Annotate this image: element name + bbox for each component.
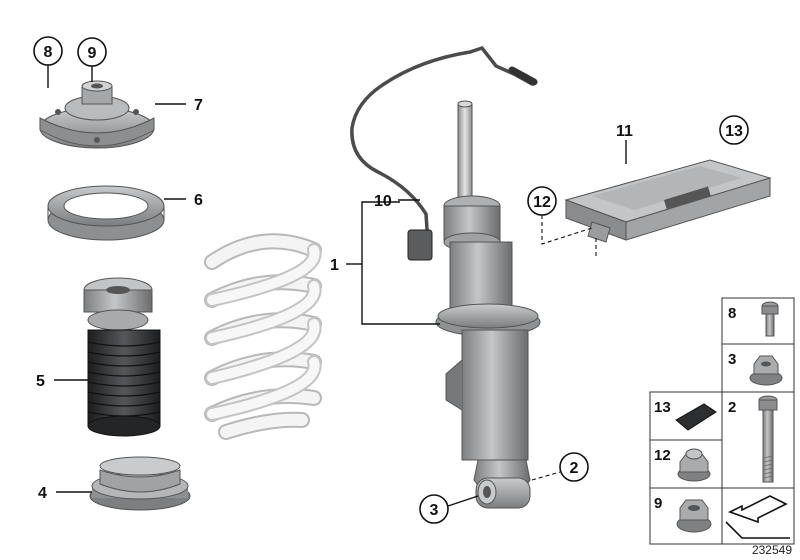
shock-absorber	[350, 45, 541, 509]
spring-lower-seat	[89, 456, 191, 511]
table-label-2: 2	[728, 399, 736, 416]
callout-2: 2	[559, 452, 589, 482]
bolt-8-icon	[761, 301, 779, 337]
diagram-id: 232549	[752, 543, 792, 557]
table-label-13: 13	[654, 399, 671, 416]
coil-spring	[204, 233, 322, 440]
control-unit	[564, 159, 772, 243]
table-label-12: 12	[654, 447, 671, 464]
hardware-table: 8 3 2 13 12 9	[649, 297, 795, 545]
table-label-3: 3	[728, 351, 736, 368]
bump-stop-boot	[83, 277, 161, 437]
svg-text:12: 12	[533, 194, 551, 211]
callout-3: 3	[419, 494, 449, 524]
callout-11: 11	[616, 123, 633, 140]
callout-4: 4	[38, 485, 47, 502]
flange-nut-3-icon	[749, 355, 783, 386]
svg-text:2: 2	[570, 460, 579, 477]
callout-6: 6	[194, 192, 203, 209]
table-label-8: 8	[728, 305, 736, 322]
callout-13: 13	[719, 115, 749, 145]
callout-1: 1	[330, 257, 339, 274]
callout-9: 9	[77, 37, 107, 67]
flange-nut-9-icon	[676, 499, 712, 533]
arrow-note-icon	[725, 495, 790, 539]
callout-8: 8	[33, 36, 63, 66]
callout-12: 12	[527, 186, 557, 216]
strut-bearing-ring	[47, 185, 165, 241]
callout-7: 7	[194, 97, 203, 114]
cell-2	[721, 391, 795, 489]
table-label-9: 9	[654, 495, 662, 512]
cell-8	[721, 297, 795, 345]
cap-nut-12-icon	[677, 448, 711, 482]
callout-5: 5	[36, 373, 45, 390]
svg-text:3: 3	[430, 502, 439, 519]
svg-text:9: 9	[88, 45, 97, 62]
adhesive-pad-13-icon	[675, 403, 717, 431]
long-bolt-2-icon	[758, 395, 778, 483]
callout-10: 10	[374, 193, 392, 210]
strut-top-mount	[39, 80, 155, 149]
svg-text:8: 8	[44, 44, 53, 61]
svg-text:13: 13	[725, 123, 743, 140]
